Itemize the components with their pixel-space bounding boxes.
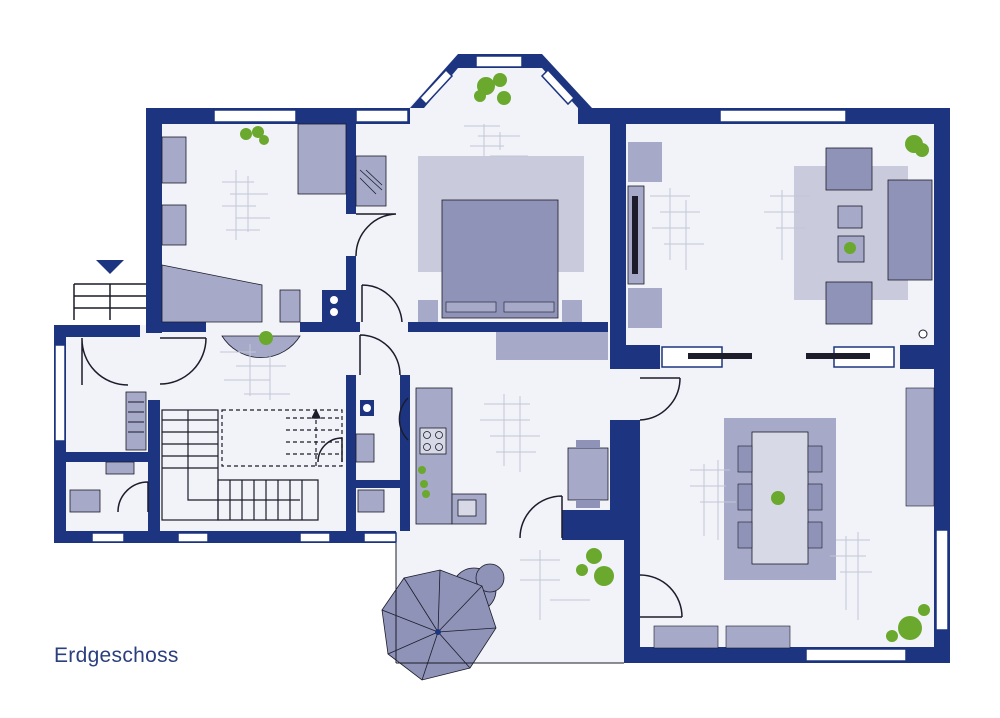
shower [297,123,347,195]
bathtub [161,264,263,323]
floor-label: Erdgeschoss [54,644,179,667]
dresser [496,332,608,360]
doors [81,213,683,618]
wardrobe [355,155,387,207]
bathroom [161,123,347,323]
staircase [161,408,343,521]
terrace [381,543,624,681]
bar-table [567,447,609,501]
sink-icon [457,499,477,517]
entrance [73,260,146,320]
parasol-icon [381,569,497,681]
sideboard [905,387,935,507]
tv-cabinet-2 [628,288,662,328]
stove-icon [419,427,447,455]
bench-2 [725,625,791,649]
tv-cabinet-1 [628,142,662,182]
dining-area [567,387,935,649]
entrance-arrow-icon [96,260,124,274]
toilet [279,289,301,323]
living-room [627,142,933,339]
wc-rooms [69,391,385,513]
armchair-bottom [825,281,873,325]
kitchen [415,387,487,525]
coat-rack [125,391,147,451]
window-bars [688,353,870,359]
armchair-top [825,147,873,191]
bedroom [355,155,608,360]
sink-left-2 [161,204,187,246]
tile-textures [220,124,872,620]
double-bed [441,199,559,319]
sofa [887,179,933,281]
sink-left-1 [161,136,187,184]
bay-windows [418,68,576,106]
counter-left [415,387,453,525]
bench-1 [653,625,719,649]
plant-icon [240,73,930,642]
